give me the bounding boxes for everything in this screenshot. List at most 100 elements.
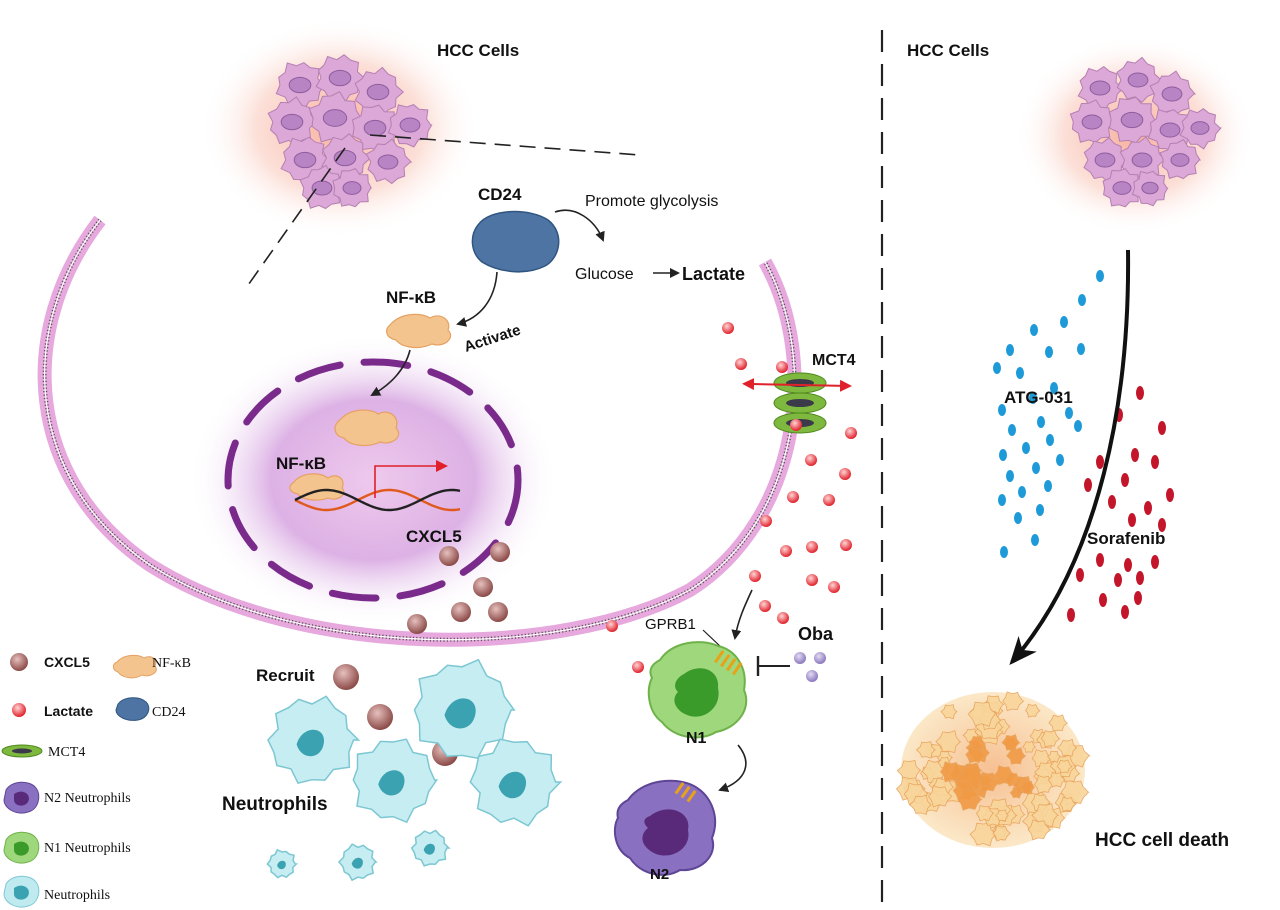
sorafenib-dot [1121,605,1129,619]
n2-receptor [674,781,697,803]
lactate-label: Lactate [682,264,745,284]
dead-cell [1019,780,1036,795]
n1-label: N1 [686,730,707,747]
lactate-dot [606,620,618,632]
sorafenib-dot [1134,591,1142,605]
sorafenib-dot [1108,495,1116,509]
atg031-dot [1036,504,1044,516]
dead-cell [1040,730,1061,748]
lactate-dot [735,358,747,370]
nfkb-top-shape [386,313,452,349]
atg031-dot [1077,343,1085,355]
sorafenib-dot [1128,513,1136,527]
atg031-dot [1018,486,1026,498]
sorafenib-dot [1151,455,1159,469]
mct4-transport-arrow [742,378,852,392]
cd24-label: CD24 [478,185,522,204]
zoom-line-right [369,134,641,156]
dead-cell [967,701,998,727]
dead-cell [975,804,995,822]
legend-n1-label: N1 Neutrophils [44,841,131,856]
dead-cell [1059,796,1077,812]
atg031-dot [1056,454,1064,466]
cxcl5-dot [439,546,459,566]
dead-cell [1056,759,1073,774]
dead-cell [915,741,937,759]
sorafenib-dot [1076,568,1084,582]
sorafenib-dot [1067,608,1075,622]
cxcl5-dot [473,577,493,597]
lactate-dot [839,468,851,480]
legend-nfkb-label: NF-κB [152,656,191,671]
lactate-dot [776,361,788,373]
dead-cell-cluster [895,691,1091,848]
hcc-death-label: HCC cell death [1095,830,1229,851]
dead-cell [1048,714,1069,732]
lactate-to-n1-arrow [731,589,753,640]
translocation-arrow [370,349,411,396]
gprb1-pointer [702,629,723,649]
dead-cell [1027,819,1052,841]
lactate-dot [806,574,818,586]
atg031-dot [1006,470,1014,482]
cxcl5-dot [407,614,427,634]
dead-cell [1031,803,1060,828]
hcc-cells-right-label: HCC Cells [907,41,989,60]
dead-cell [940,704,958,720]
legend-cxcl5-label: CXCL5 [44,654,90,670]
atg031-dot [1032,462,1040,474]
atg031-dot [1000,546,1008,558]
lactate-dot [722,322,734,334]
dead-cell [995,809,1010,822]
dead-cell [1022,740,1037,753]
lactate-dot [777,612,789,624]
cxcl5-dot [488,602,508,622]
n2-label: N2 [650,866,669,883]
sorafenib-dot [1096,553,1104,567]
hcc-cluster-right [1015,35,1255,235]
sorafenib-dot [1114,573,1122,587]
lactate-dot [749,570,761,582]
lactate-particles [606,322,857,673]
transcription-arrow [374,460,448,498]
nfkb-nucleus-shape-2 [289,473,345,501]
cd24-shape [471,210,560,273]
dead-cell [968,735,986,750]
atg031-dot [1031,534,1039,546]
lactate-dot [805,454,817,466]
n1-neutrophil [647,641,748,739]
sorafenib-dot [1124,558,1132,572]
legend-cxcl5-swatch [10,653,28,671]
nfkb-nucleus-shape-1 [334,409,400,447]
atg031-dot [1050,382,1058,394]
gprb1-label: GPRB1 [645,616,696,633]
sorafenib-dot [1131,448,1139,462]
promote-glycolysis-label: Promote glycolysis [585,193,718,210]
cxcl5-dot [333,664,359,690]
atg031-dot [1022,442,1030,454]
cxcl5-dot [490,542,510,562]
lactate-dot [823,494,835,506]
lactate-dot [828,581,840,593]
sorafenib-dot [1084,478,1092,492]
dead-cell [1047,750,1062,763]
dead-cell [908,794,932,815]
nucleus [188,335,558,625]
sorafenib-dot [1158,518,1166,532]
legend-lactate-swatch [12,703,26,717]
legend-mct4-label: MCT4 [48,745,85,760]
nfkb-nucleus-label: NF-κB [276,454,326,473]
atg031-dot [1096,270,1104,282]
atg031-dot [1006,344,1014,356]
zoom-line-left [245,147,346,289]
sorafenib-dot [1136,571,1144,585]
activate-arrow [456,271,498,327]
atg031-dot [998,494,1006,506]
sorafenib-label: Sorafenib [1087,529,1165,548]
dead-cell [927,785,953,808]
dead-cell [1002,691,1025,712]
lactate-dot [760,515,772,527]
atg031-dot [1074,420,1082,432]
atg031-dot [1037,416,1045,428]
